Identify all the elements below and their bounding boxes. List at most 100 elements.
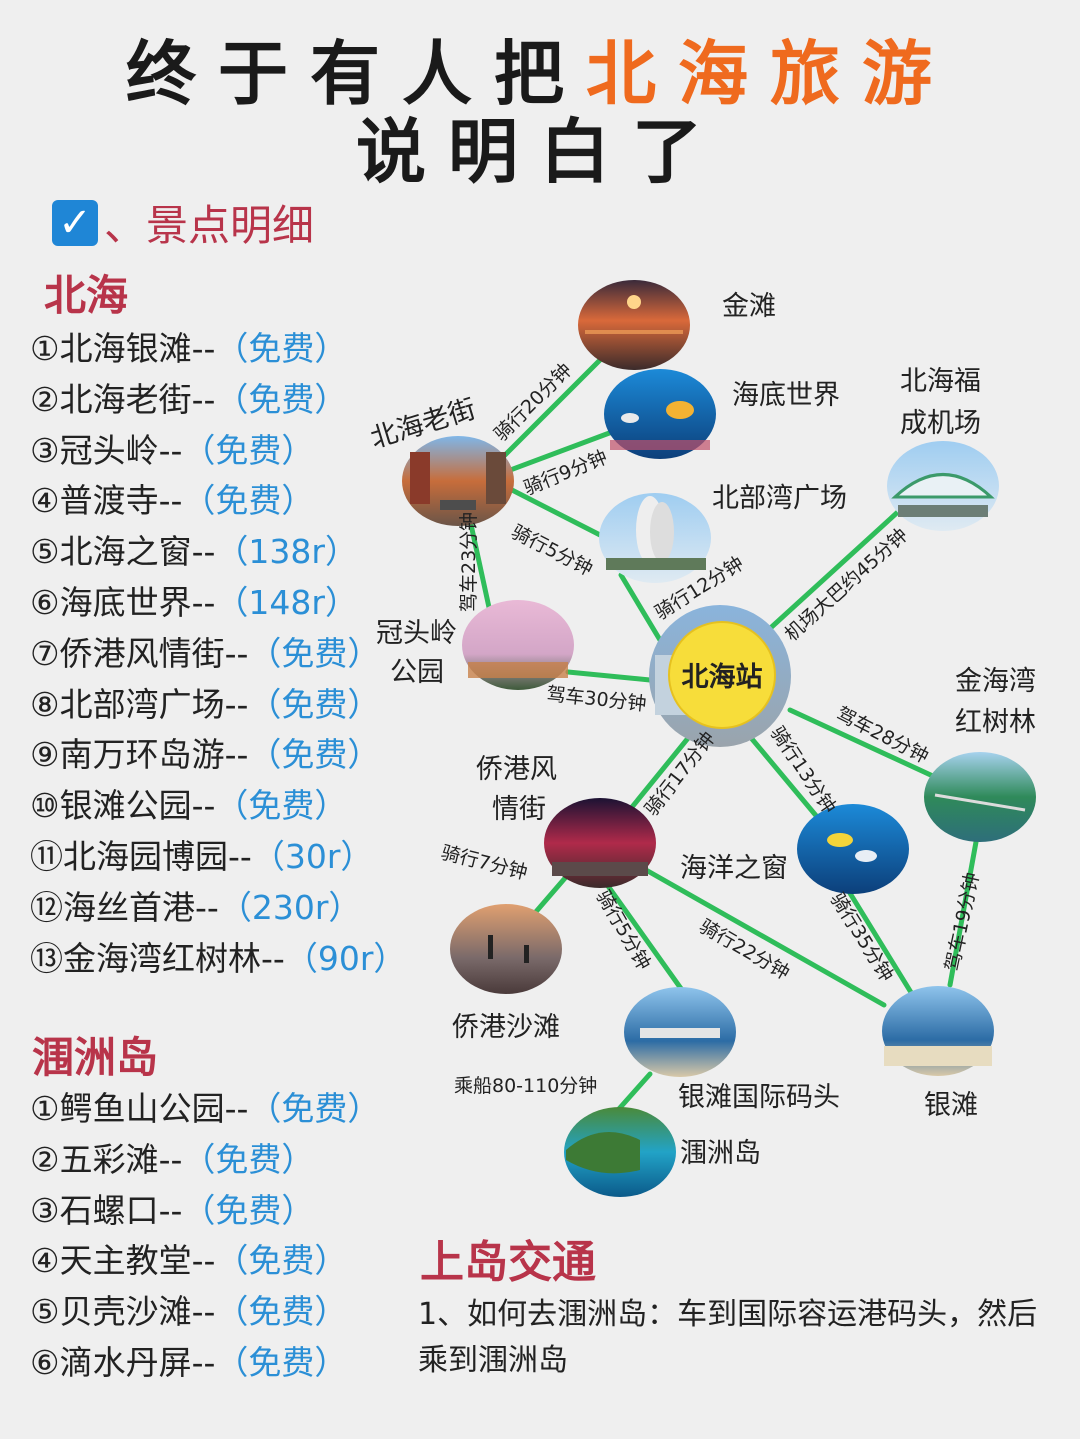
label-guantou-line2: 公园	[390, 657, 444, 688]
edge-label-qiaogang-port: 骑行5分钟	[592, 887, 655, 974]
edge-label-laojie-haidi: 骑行9分钟	[521, 446, 611, 499]
section-heading: ✓ 、景点明细	[52, 192, 314, 253]
weizhou-attraction-item: ⑥滴水丹屏--（免费）	[30, 1338, 380, 1389]
beihai-attraction-list: ①北海银滩--（免费）②北海老街--（免费）③冠头岭--（免费）④普渡寺--（免…	[30, 324, 406, 984]
edge-airport-center	[762, 507, 903, 636]
weizhou-attraction-item: ⑤贝壳沙滩--（免费）	[30, 1287, 380, 1338]
edge-laojie-bbw	[505, 485, 607, 540]
attraction-price: （30r）	[251, 836, 374, 876]
transport-text: 1、如何去涠洲岛：车到国际容运港码头，然后乘到涠洲岛	[418, 1297, 1038, 1378]
node-airport-photo	[887, 441, 999, 531]
node-bbw-photo	[599, 493, 711, 583]
beihai-attraction-item: ⑩银滩公园--（免费）	[30, 781, 406, 832]
label-yintan: 银滩	[924, 1090, 978, 1121]
beihai-attraction-item: ⑨南万环岛游--（免费）	[30, 730, 406, 781]
edge-center-qiaogang	[625, 729, 696, 815]
attraction-price: （免费）	[182, 430, 315, 470]
label-jintan: 金滩	[722, 291, 776, 322]
weizhou-attraction-item: ①鳄鱼山公园--（免费）	[30, 1084, 380, 1135]
attraction-name: ⑥滴水丹屏--	[30, 1342, 216, 1382]
attraction-price: （免费）	[182, 1139, 315, 1179]
node-qiaogang-beach-photo	[450, 904, 562, 994]
attraction-name: ⑫海丝首港--	[30, 887, 219, 927]
edge-laojie-jintan	[495, 355, 605, 465]
edge-label-airport-center: 机场大巴约45分钟	[781, 524, 913, 646]
label-jinhaiwan-line1: 金海湾	[955, 666, 1036, 697]
checkbox-icon: ✓	[52, 199, 98, 246]
beihai-attraction-item: ⑥海底世界--（148r）	[30, 578, 406, 629]
edge-laojie-guantou	[467, 517, 493, 615]
section-title: 、景点明细	[104, 201, 315, 250]
edge-label-ocean-yintan: 骑行35分钟	[826, 889, 898, 986]
attraction-price: （免费）	[248, 633, 381, 673]
edge-center-jinhaiwan	[787, 707, 938, 780]
attraction-name: ④天主教堂--	[30, 1241, 216, 1281]
edge-label-center-qiaogang: 骑行17分钟	[641, 728, 720, 820]
label-qiaogang-line2: 情街	[492, 794, 546, 825]
attraction-name: ⑤北海之窗--	[30, 532, 216, 572]
edge-label-laojie-guantou: 驾车23分钟	[458, 512, 480, 612]
edge-jinhaiwan-yintan	[947, 839, 979, 988]
beihai-attraction-item: ⑤北海之窗--（138r）	[30, 527, 406, 578]
edge-label-port-weizhou: 乘船80-110分钟	[454, 1075, 597, 1097]
attraction-name: ⑨南万环岛游--	[30, 735, 249, 775]
beihai-attraction-item: ④普渡寺--（免费）	[30, 476, 406, 527]
edge-qiaogang-yintan	[643, 867, 887, 1008]
label-bbw: 北部湾广场	[712, 483, 847, 514]
attraction-price: （免费）	[215, 329, 348, 368]
node-port-photo	[624, 987, 736, 1077]
node-jinhaiwan-photo	[924, 752, 1036, 842]
node-yintan-photo	[882, 986, 994, 1076]
title-prefix: 终于有人把	[126, 33, 586, 115]
edge-label-laojie-bbw: 骑行5分钟	[508, 521, 596, 581]
edge-ocean-yintan	[845, 887, 915, 997]
node-haidi-photo	[604, 369, 716, 459]
attraction-price: （免费）	[182, 1190, 315, 1230]
attraction-price: （免费）	[215, 1241, 348, 1281]
attraction-price: （免费）	[215, 1342, 348, 1382]
node-qiaogang-photo	[544, 798, 656, 888]
edge-label-qiaogang-beach: 骑行7分钟	[439, 842, 530, 885]
node-guantou-photo	[462, 600, 574, 690]
attraction-name: ⑧北部湾广场--	[30, 684, 249, 724]
edge-label-guantou-center: 驾车30分钟	[545, 683, 647, 715]
attraction-name: ⑦侨港风情街--	[30, 633, 249, 673]
attraction-price: （免费）	[248, 684, 381, 724]
edge-guantou-center	[565, 669, 653, 683]
attraction-name: ①鳄鱼山公园--	[30, 1089, 249, 1128]
attraction-name: ⑤贝壳沙滩--	[30, 1292, 216, 1332]
edge-laojie-haidi	[502, 429, 615, 475]
attraction-name: ③石螺口--	[30, 1190, 183, 1230]
beihai-attraction-item: ③冠头岭--（免费）	[30, 426, 406, 477]
node-weizhou-photo	[564, 1107, 676, 1197]
label-port: 银滩国际码头	[678, 1082, 840, 1113]
label-jinhaiwan-line2: 红树林	[955, 707, 1036, 738]
attraction-price: （138r）	[215, 532, 358, 572]
attraction-name: ②五彩滩--	[30, 1139, 183, 1179]
attraction-name: ⑪北海园博园--	[30, 836, 252, 876]
label-qiaogang-beach: 侨港沙滩	[452, 1012, 560, 1043]
edge-center-ocean	[744, 730, 821, 821]
attraction-name: ⑥海底世界--	[30, 582, 216, 622]
weizhou-attraction-item: ④天主教堂--（免费）	[30, 1236, 380, 1287]
weizhou-attraction-item: ③石螺口--（免费）	[30, 1186, 380, 1237]
label-guantou-line1: 冠头岭	[376, 618, 457, 649]
beihai-attraction-item: ⑧北部湾广场--（免费）	[30, 680, 406, 731]
attraction-price: （免费）	[215, 786, 348, 826]
node-jintan-photo	[578, 280, 690, 370]
center-station-label: 北海站	[682, 662, 763, 693]
attraction-name: ⑬金海湾红树林--	[30, 938, 285, 978]
edge-qiaogang-port	[605, 883, 685, 993]
page-title-line1: 终于有人把北海旅游	[0, 18, 1080, 119]
attraction-price: （230r）	[218, 887, 362, 927]
attraction-price: （148r）	[215, 582, 358, 622]
weizhou-heading: 涠洲岛	[32, 1033, 159, 1082]
attraction-name: ①北海银滩--	[30, 329, 216, 368]
attraction-name: ④普渡寺--	[30, 481, 183, 521]
attraction-price: （免费）	[248, 1089, 381, 1128]
attraction-price: （免费）	[215, 1292, 348, 1332]
page-title-line2: 说明白了	[356, 111, 724, 193]
transport-heading: 上岛交通	[420, 1237, 596, 1288]
attraction-name: ⑩银滩公园--	[30, 786, 216, 826]
